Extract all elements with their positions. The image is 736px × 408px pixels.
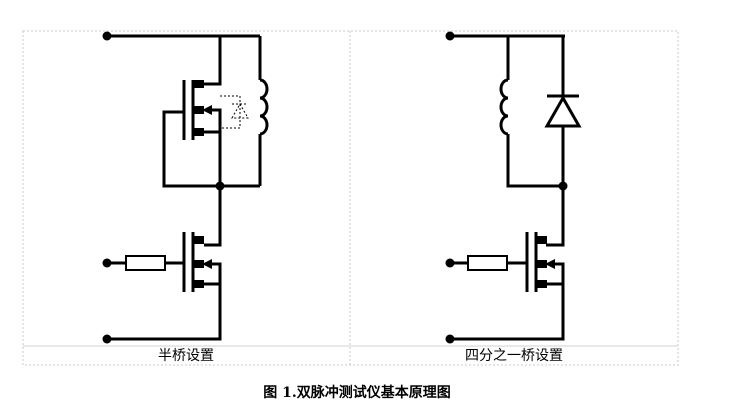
dashed-diode [220,95,249,129]
bottom-terminal [102,334,112,344]
upper-arrow [202,105,212,115]
lower-source-stub [193,280,204,288]
right-mosfet [450,232,565,341]
upper-source-wire [204,108,222,134]
upper-drain-stub [193,80,204,88]
right-gate-terminal [445,258,455,268]
right-bottom-terminal [445,334,455,344]
right-body-stub [536,260,547,268]
lower-arrow [202,259,212,269]
upper-gate-short-wire [162,110,260,188]
lower-body-stub [193,260,204,268]
diode-dash-triangle [231,102,249,119]
lower-mosfet [107,232,222,341]
upper-source-stub [193,128,204,136]
right-source-stub [536,280,547,288]
lower-drain-stub [193,236,204,244]
right-inductor-bottom-wire [506,134,563,188]
upper-drain-wire [204,36,222,86]
diode-triangle [544,94,582,128]
right-gate-resistor [467,255,508,271]
half-bridge-circuit [102,31,269,344]
right-panel-caption: 四分之一桥设置 [465,348,563,364]
right-bottom-rail-wire [450,284,565,341]
outer-frame [22,30,679,366]
upper-mosfet [162,80,260,188]
right-arrow [545,259,555,269]
left-panel-caption: 半桥设置 [158,348,214,364]
right-drain-wire [546,186,565,247]
gate-terminal [102,258,112,268]
right-source-wire [546,262,565,286]
top-terminal [102,31,112,41]
panel-frames [22,30,679,366]
right-drain-stub [536,236,547,244]
figure-caption: 图 1.双脉冲测试仪基本原理图 [263,384,451,401]
inductor [259,78,269,136]
upper-body-stub [193,106,204,114]
right-top-terminal [445,31,455,41]
right-inductor [499,78,509,136]
quarter-bridge-circuit [445,31,582,344]
diode-dash-wire [220,95,241,129]
lower-source-wire [204,262,222,286]
lower-drain-wire [204,186,222,247]
gate-resistor [125,255,166,271]
bottom-rail-wire [107,284,222,341]
